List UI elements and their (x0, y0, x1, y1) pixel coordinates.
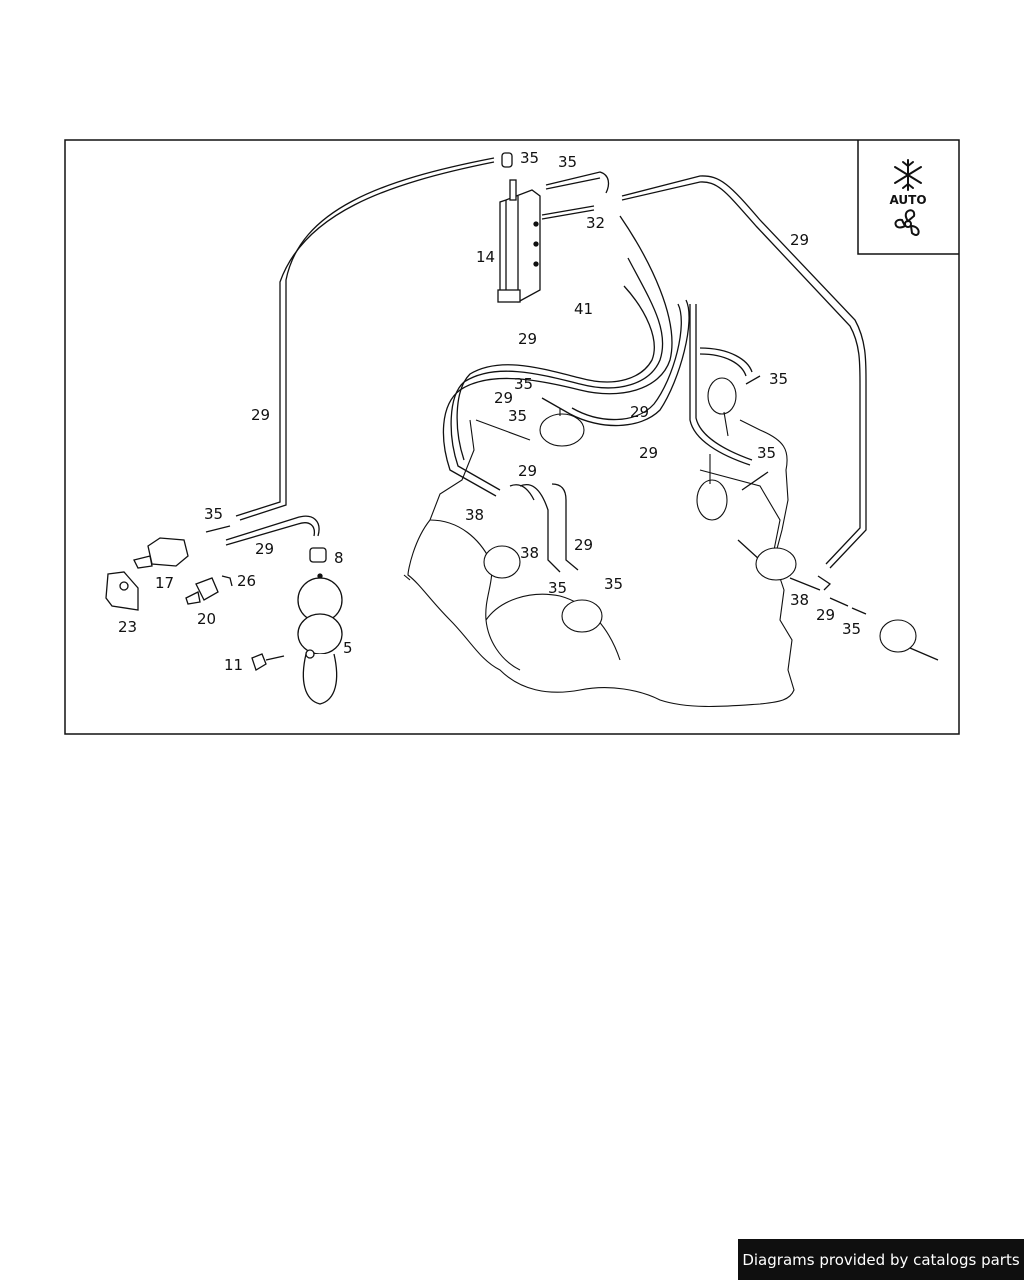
callout-17: 17 (155, 574, 174, 592)
callout-41: 41 (574, 300, 593, 318)
callout-32: 32 (586, 214, 605, 232)
callout-26: 26 (237, 572, 256, 590)
callout-14: 14 (476, 248, 495, 266)
callout-11: 11 (224, 656, 243, 674)
engine-outline (403, 377, 917, 708)
callout-8: 8 (334, 549, 344, 567)
callout-29: 29 (630, 403, 649, 421)
callout-5: 5 (343, 639, 353, 657)
callout-35: 35 (757, 444, 776, 462)
diagram-frame (64, 139, 960, 735)
hose-lines (205, 152, 939, 661)
callout-29: 29 (494, 389, 513, 407)
snowflake-icon (894, 159, 922, 191)
callout-29: 29 (639, 444, 658, 462)
callout-38: 38 (465, 506, 484, 524)
callout-29: 29 (518, 330, 537, 348)
callout-35: 35 (508, 407, 527, 425)
callout-20: 20 (197, 610, 216, 628)
callout-35: 35 (548, 579, 567, 597)
callout-35: 35 (520, 149, 539, 167)
callout-29: 29 (816, 606, 835, 624)
callout-labels: 35 35 32 14 29 41 29 29 35 29 35 29 29 3… (118, 149, 861, 674)
callout-35: 35 (604, 575, 623, 593)
callout-38: 38 (520, 544, 539, 562)
callout-35: 35 (769, 370, 788, 388)
callout-38: 38 (790, 591, 809, 609)
callout-29: 29 (518, 462, 537, 480)
climate-inset: AUTO (857, 140, 959, 255)
callout-35: 35 (558, 153, 577, 171)
callout-29: 29 (574, 536, 593, 554)
auto-label: AUTO (889, 193, 926, 207)
callout-29: 29 (255, 540, 274, 558)
callout-35: 35 (514, 375, 533, 393)
callout-35: 35 (842, 620, 861, 638)
valve-block (497, 179, 541, 303)
credit-text: Diagrams provided by catalogs parts (742, 1250, 1020, 1269)
left-components (105, 537, 343, 705)
credit-banner: Diagrams provided by catalogs parts (738, 1239, 1024, 1280)
callout-29: 29 (251, 406, 270, 424)
callout-29: 29 (790, 231, 809, 249)
callout-35: 35 (204, 505, 223, 523)
fan-icon (894, 209, 920, 236)
callout-23: 23 (118, 618, 137, 636)
